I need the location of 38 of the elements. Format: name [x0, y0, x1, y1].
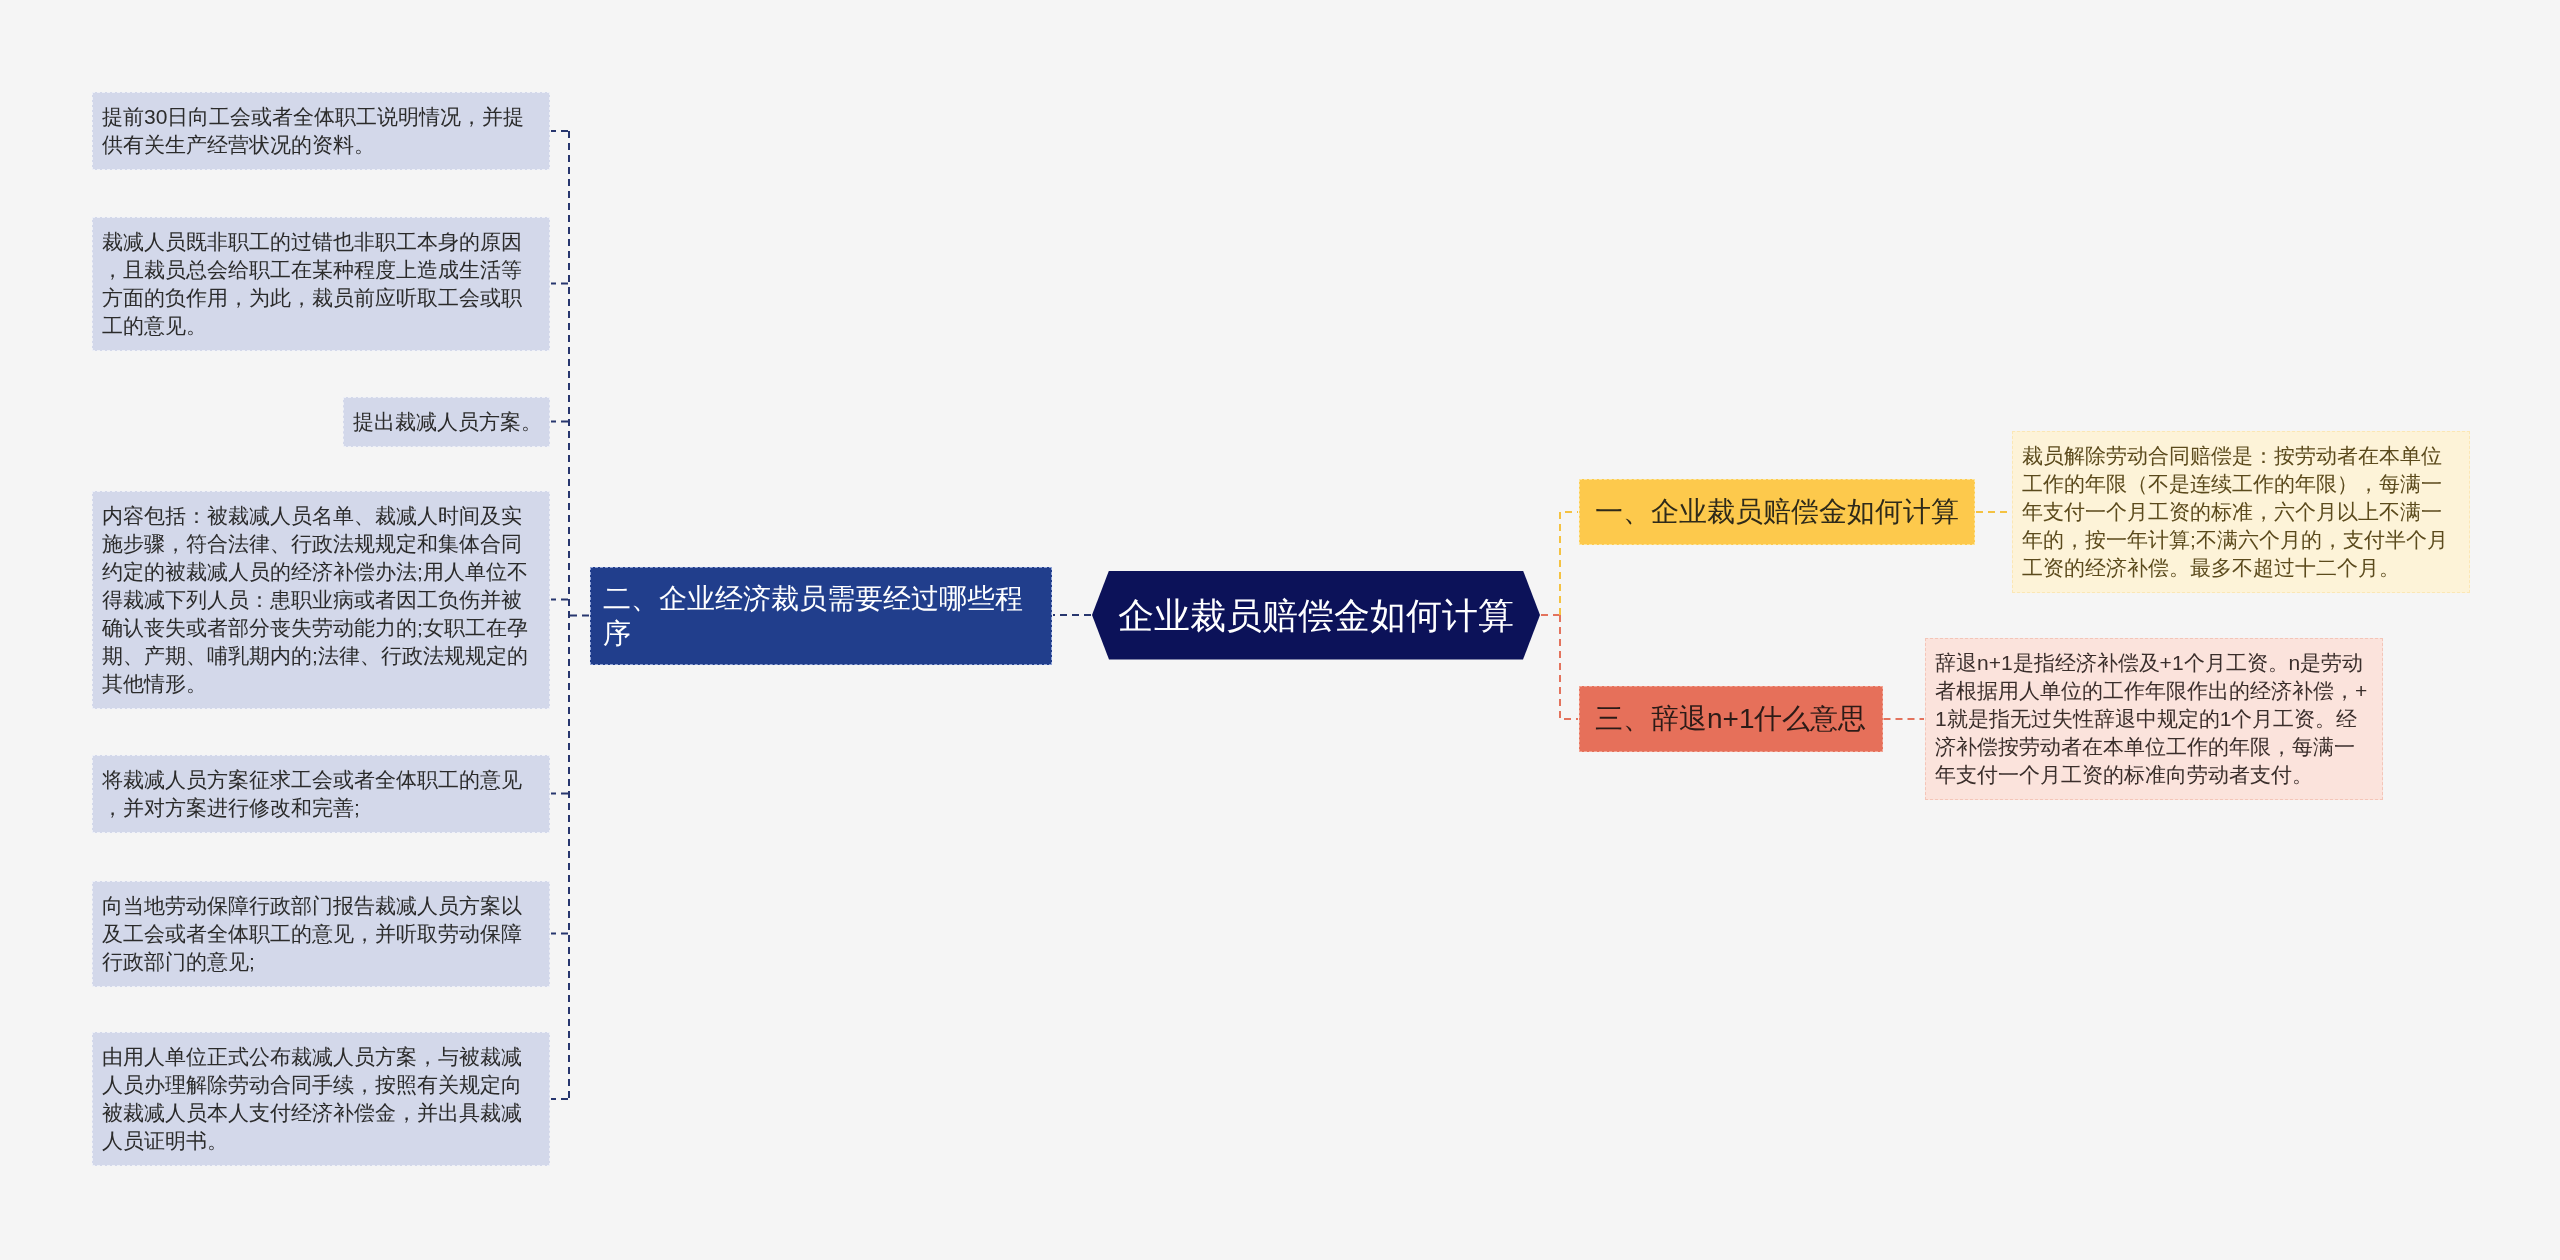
note-box [92, 92, 550, 170]
topic-text: 企业裁员赔偿金如何计算 [1118, 593, 1514, 638]
connector-line [550, 932, 569, 935]
note-box [92, 490, 550, 709]
note-box [92, 880, 550, 987]
connector-line [1540, 614, 1560, 616]
topic-box [590, 566, 1052, 665]
connector-line [1559, 511, 1579, 616]
connector-line [550, 420, 569, 423]
connector-line [550, 598, 569, 601]
topic-text: 二、企业经济裁员需要经过哪些程序 [603, 581, 1024, 651]
topic-box [1579, 686, 1883, 752]
note-text: 裁员解除劳动合同赔偿是：按劳动者在本单位工作的年限（不是连续工作的年限），每满一年支付一个月工资的标准，六个月以上不满一年的，按一年计算;不满六个月的，支付半个月工资的经济补偿。最多不超过十二个月。 [2022, 442, 2449, 581]
note-text: 提出裁减人员方案。 [353, 408, 542, 435]
note-text: 裁减人员既非职工的过错也非职工本身的原因，且裁员总会给职工在某种程度上造成生活等方面的负作用，为此，裁员前应听取工会或职工的意见。 [102, 228, 523, 339]
connector-line [550, 130, 569, 132]
note-text: 辞退n+1是指经济补偿及+1个月工资。n是劳动者根据用人单位的工作年限作出的经济补偿，+1就是指无过失性辞退中规定的1个月工资。经济补偿按劳动者在本单位工作的年限，每满一年支付一个月工资的标准向劳动者支付。 [1935, 649, 2369, 788]
connector-line [1882, 718, 1925, 720]
topic-text: 三、辞退n+1什么意思 [1595, 702, 1867, 736]
connector-line [550, 1098, 569, 1100]
note-text: 向当地劳动保障行政部门报告裁减人员方案以及工会或者全体职工的意见，并听取劳动保障行政部门的意见; [102, 892, 523, 975]
note-text: 将裁减人员方案征求工会或者全体职工的意见，并对方案进行修改和完善; [102, 766, 523, 821]
note-box [92, 1032, 550, 1166]
connector-line [550, 282, 569, 285]
connector-line [1559, 614, 1579, 720]
note-text: 内容包括：被裁减人员名单、裁减人时间及实施步骤，符合法律、行政法规规定和集体合同约定的被裁减人员的经济补偿办法;用人单位不得裁减下列人员：患职业病或者因工负伤并被确认丧失或者部分丧失劳动能力的;女职工在孕期、产期、哺乳期内的;法律、行政法规规定的其他情形。 [102, 502, 529, 697]
note-box [92, 216, 550, 351]
topic-text: 一、企业裁员赔偿金如何计算 [1595, 495, 1959, 529]
connector-line [550, 792, 569, 795]
connector-line [568, 130, 590, 1100]
topic-box [1579, 479, 1975, 545]
note-box [1925, 637, 2383, 800]
note-box [2012, 430, 2470, 593]
note-text: 由用人单位正式公布裁减人员方案，与被裁减人员办理解除劳动合同手续，按照有关规定向被裁减人员本人支付经济补偿金，并出具裁减人员证明书。 [102, 1044, 523, 1154]
note-box [92, 754, 550, 833]
note-box [343, 396, 550, 447]
connector-line [1052, 614, 1092, 616]
note-text: 提前30日向工会或者全体职工说明情况，并提供有关生产经营状况的资料。 [102, 104, 526, 158]
